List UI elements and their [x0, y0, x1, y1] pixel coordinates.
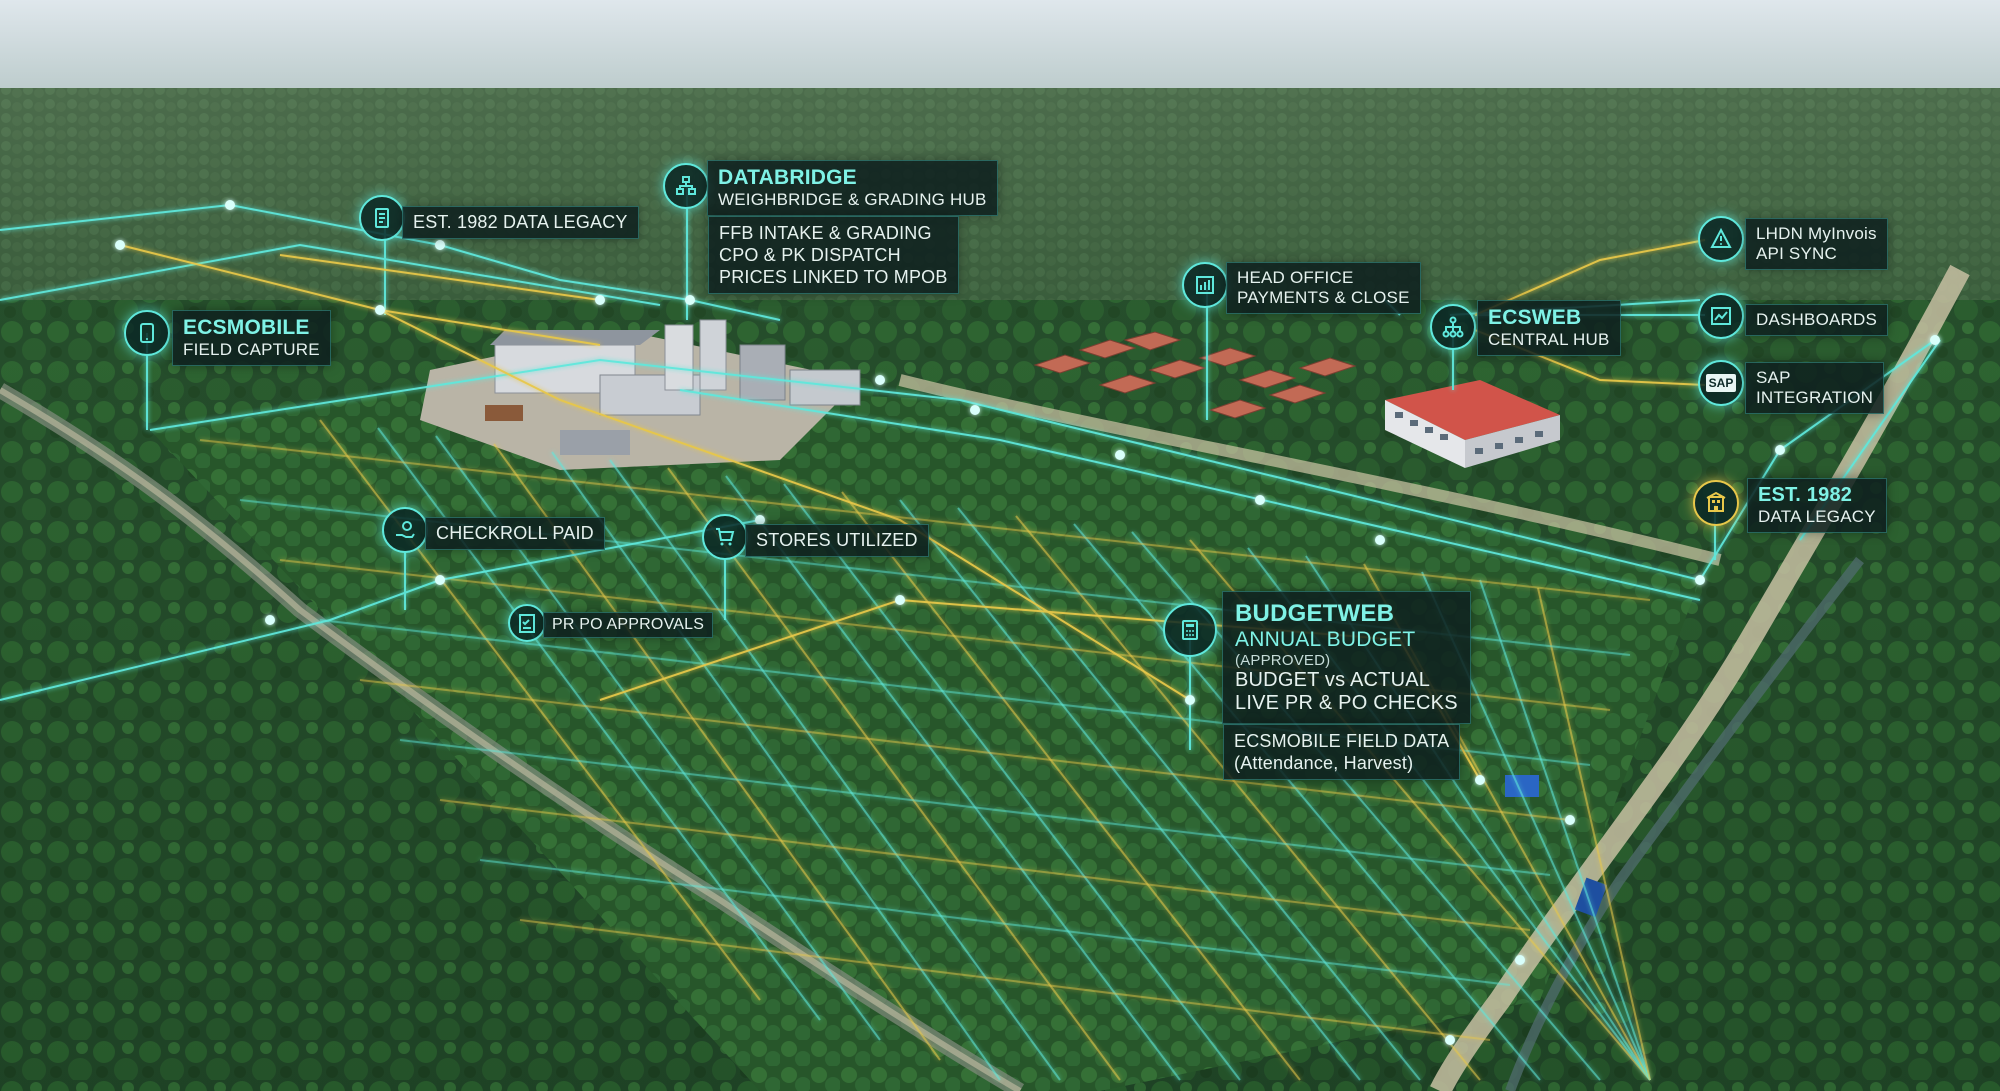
sap-icon-text: SAP — [1705, 374, 1737, 392]
databridge-sub: WEIGHBRIDGE & GRADING HUB — [718, 190, 987, 209]
ecsmobile-label: ECSMOBILE FIELD CAPTURE — [172, 310, 331, 366]
network-node — [895, 595, 905, 605]
network-node — [435, 575, 445, 585]
checklist-icon — [508, 604, 546, 642]
est-legacy-left-text: EST. 1982 DATA LEGACY — [413, 212, 628, 232]
network-node — [1445, 1035, 1455, 1045]
budgetweb-line-2: LIVE PR & PO CHECKS — [1235, 692, 1458, 714]
network-node — [1930, 335, 1940, 345]
network-node — [970, 405, 980, 415]
ecsmobile-title: ECSMOBILE — [183, 316, 310, 339]
network-node — [1515, 955, 1525, 965]
hierarchy-icon — [1430, 304, 1476, 350]
ecsweb-label: ECSWEB CENTRAL HUB — [1477, 300, 1621, 356]
line-chart-icon — [1698, 293, 1744, 339]
field-cross-line — [519, 919, 1491, 1041]
network-node — [595, 295, 605, 305]
field-grid-line — [1537, 587, 1651, 1081]
est-legacy-right-line-1: EST. 1982 — [1758, 484, 1853, 506]
pr-po-text: PR PO APPROVALS — [552, 616, 705, 633]
network-node-icon — [663, 163, 709, 209]
document-icon — [359, 195, 405, 241]
dashboards-label: DASHBOARDS — [1745, 304, 1889, 336]
databridge-details: FFB INTAKE & GRADING CPO & PK DISPATCH P… — [708, 216, 959, 294]
network-node — [1475, 775, 1485, 785]
network-node — [1695, 575, 1705, 585]
sap-line-2: INTEGRATION — [1756, 388, 1874, 407]
databridge-line-2: CPO & PK DISPATCH — [719, 245, 901, 265]
field-grid-line — [1479, 579, 1651, 1081]
field-cross-line — [359, 679, 1571, 821]
network-node — [1255, 495, 1265, 505]
warning-triangle-icon — [1698, 216, 1744, 262]
budgetweb-title: BUDGETWEB — [1235, 600, 1395, 627]
est-legacy-right-label: EST. 1982 DATA LEGACY — [1747, 478, 1887, 533]
checkroll-text: CHECKROLL PAID — [436, 523, 594, 543]
building-icon — [1693, 480, 1739, 526]
network-node — [1185, 695, 1195, 705]
field-grid-line — [1015, 515, 1481, 1081]
pr-po-label: PR PO APPROVALS — [543, 612, 714, 638]
network-node — [1115, 450, 1125, 460]
network-node — [225, 200, 235, 210]
checkroll-label: CHECKROLL PAID — [425, 517, 605, 550]
sap-label: SAP INTEGRATION — [1745, 362, 1885, 414]
budgetweb-line-1: BUDGET vs ACTUAL — [1235, 669, 1431, 691]
head-office-line-2: PAYMENTS & CLOSE — [1237, 288, 1410, 307]
field-data-line-2: (Attendance, Harvest) — [1234, 753, 1414, 773]
budgetweb-label: BUDGETWEB ANNUAL BUDGET (APPROVED) BUDGE… — [1222, 591, 1471, 724]
ecsweb-sub: CENTRAL HUB — [1488, 330, 1610, 349]
lhdn-line-2: API SYNC — [1756, 244, 1837, 263]
calculator-icon — [1163, 603, 1217, 657]
network-node — [115, 240, 125, 250]
lhdn-label: LHDN MyInvois API SYNC — [1745, 218, 1888, 270]
chart-icon — [1182, 262, 1228, 308]
field-grid-line — [551, 451, 1001, 1081]
field-grid-line — [899, 499, 1361, 1081]
stores-label: STORES UTILIZED — [745, 524, 929, 557]
lhdn-line-1: LHDN MyInvois — [1756, 224, 1877, 243]
network-node — [1775, 445, 1785, 455]
field-grid-line — [841, 491, 1301, 1081]
field-cross-line — [199, 439, 1651, 601]
network-node — [1375, 535, 1385, 545]
cart-icon — [702, 514, 748, 560]
est-legacy-right-line-2: DATA LEGACY — [1758, 507, 1876, 526]
budgetweb-approved: (APPROVED) — [1235, 652, 1331, 669]
network-node — [1565, 815, 1575, 825]
head-office-label: HEAD OFFICE PAYMENTS & CLOSE — [1226, 262, 1421, 314]
hand-coin-icon — [382, 507, 428, 553]
ecsmobile-field-data-label: ECSMOBILE FIELD DATA (Attendance, Harves… — [1223, 724, 1461, 780]
field-data-line-1: ECSMOBILE FIELD DATA — [1234, 731, 1450, 751]
field-grid-line — [1073, 523, 1541, 1081]
est-legacy-left-label: EST. 1982 DATA LEGACY — [402, 206, 639, 239]
network-node — [435, 240, 445, 250]
databridge-line-1: FFB INTAKE & GRADING — [719, 223, 932, 243]
budgetweb-sub: ANNUAL BUDGET — [1235, 628, 1416, 651]
field-grid-line — [667, 467, 1121, 1081]
network-node — [755, 515, 765, 525]
dashboards-text: DASHBOARDS — [1756, 310, 1878, 329]
field-cross-line — [479, 859, 1511, 986]
network-node — [685, 295, 695, 305]
field-grid-line — [725, 475, 1181, 1081]
network-node — [375, 305, 385, 315]
field-grid-line — [783, 483, 1241, 1081]
databridge-title: DATABRIDGE — [718, 166, 857, 189]
mobile-device-icon — [124, 310, 170, 356]
sap-line-1: SAP — [1756, 368, 1791, 387]
field-cross-line — [439, 799, 1531, 931]
field-cross-line — [399, 739, 1551, 876]
stores-text: STORES UTILIZED — [756, 530, 918, 550]
sap-logo-icon: SAP — [1698, 360, 1744, 406]
head-office-line-1: HEAD OFFICE — [1237, 268, 1354, 287]
databridge-line-3: PRICES LINKED TO MPOB — [719, 267, 948, 287]
ecsmobile-sub: FIELD CAPTURE — [183, 340, 320, 359]
databridge-label: DATABRIDGE WEIGHBRIDGE & GRADING HUB — [707, 160, 998, 216]
network-node — [875, 375, 885, 385]
network-node — [265, 615, 275, 625]
ecsweb-title: ECSWEB — [1488, 306, 1582, 329]
